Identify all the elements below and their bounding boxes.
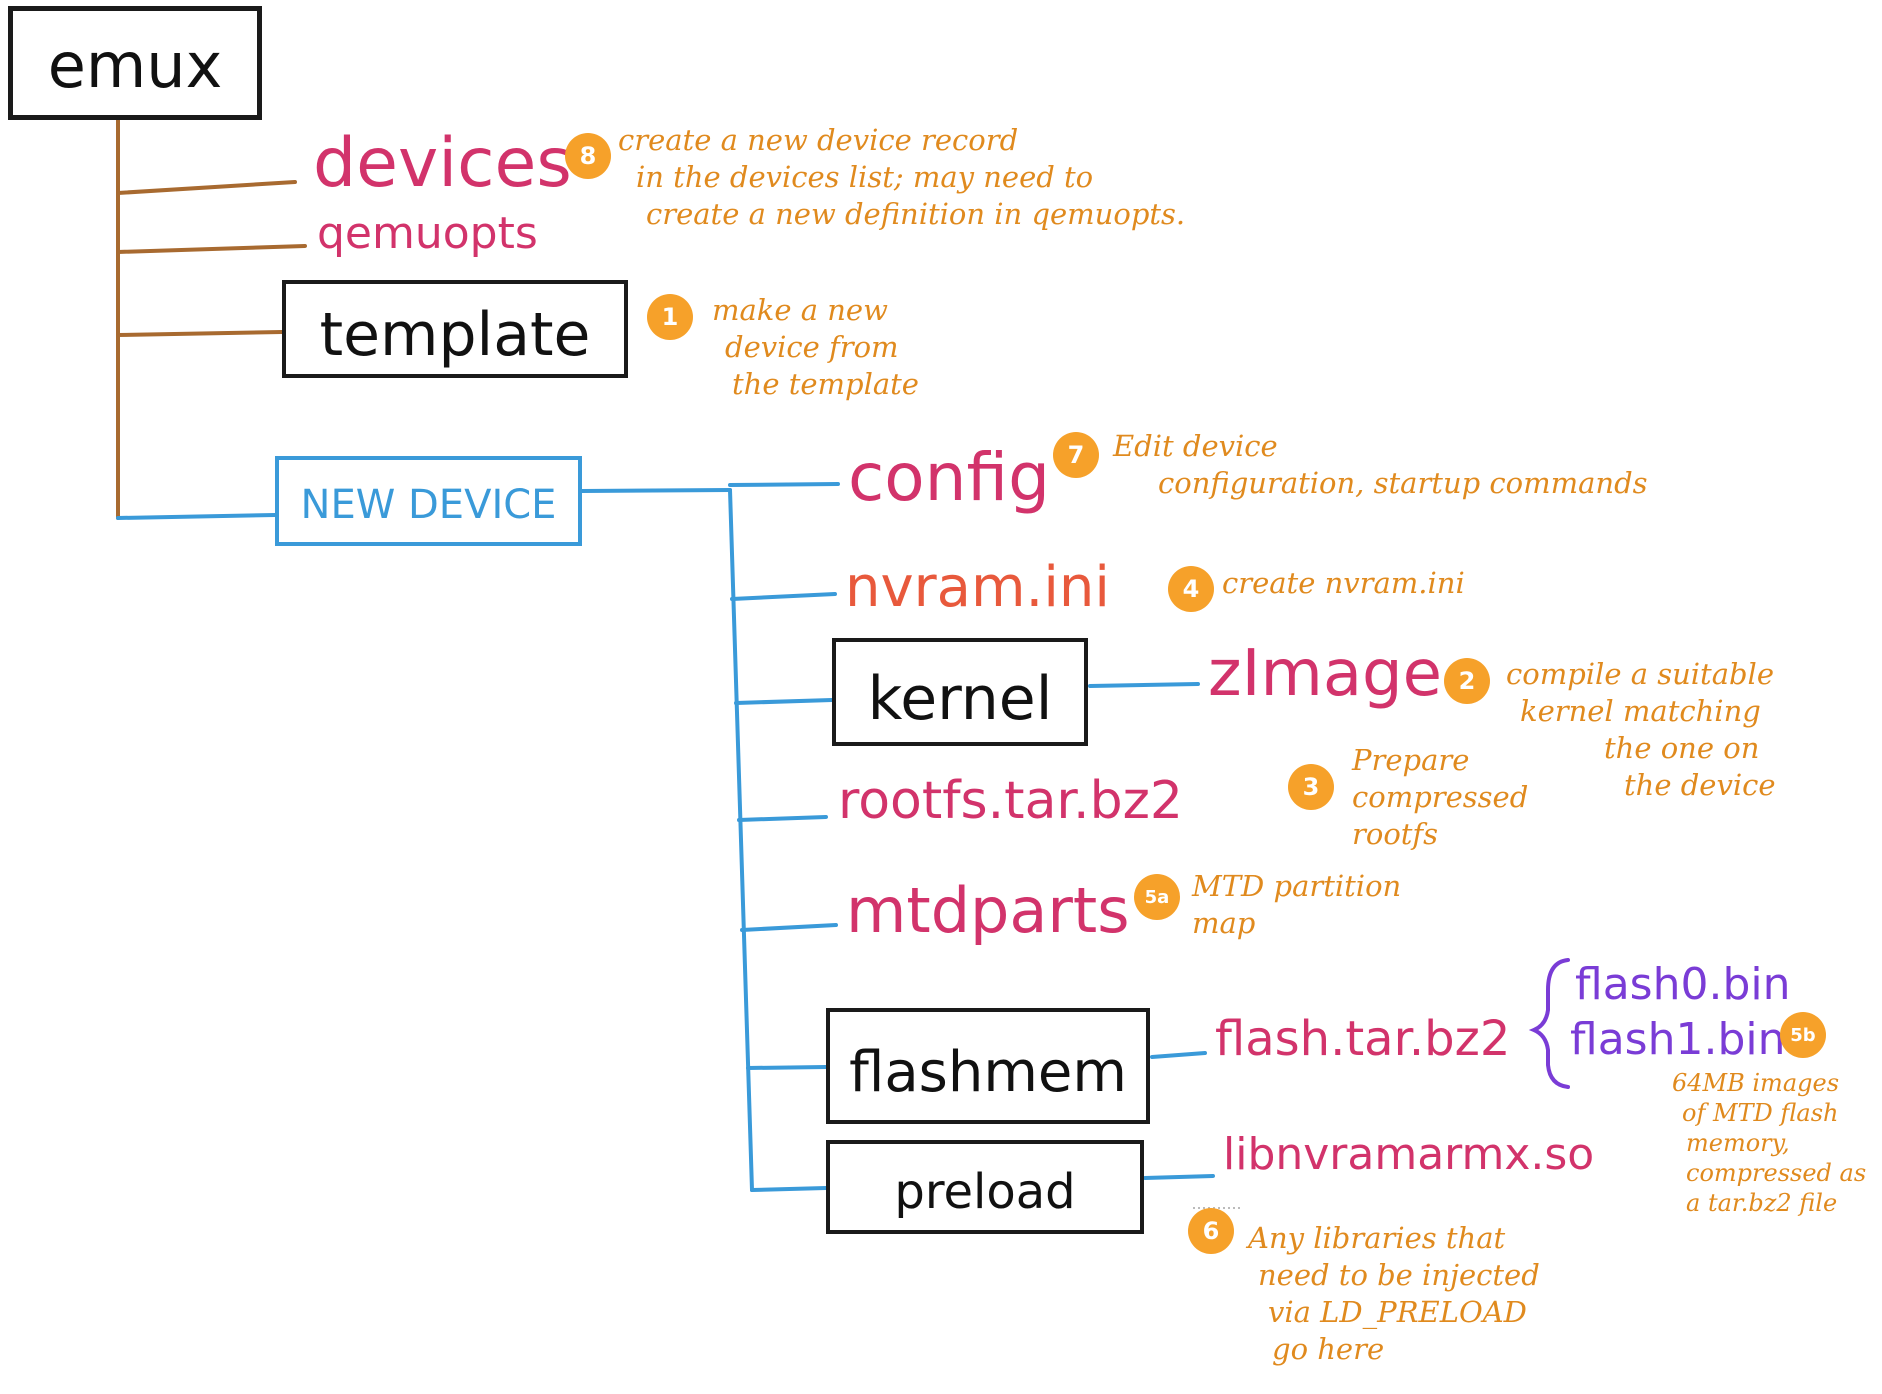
note-line: of MTD flash [1682,1099,1839,1127]
step-note-5a: MTD partition map [1192,868,1401,942]
note-line: make a new [712,293,888,327]
note-line: in the devices list; may need to [636,160,1094,194]
new-device-box: NEW DEVICE [275,456,582,546]
note-line: 64MB images [1672,1069,1840,1097]
qemuopts-label: qemuopts [317,208,538,259]
flash0-label: flash0.bin [1575,959,1791,1010]
nvram-ini-label: nvram.ini [845,555,1110,620]
note-line: create a new definition in qemuopts. [646,197,1186,231]
note-line: the template [732,367,919,401]
note-line: compile a suitable [1506,657,1774,691]
step-badge-8: 8 [565,133,611,179]
step-badge-5b: 5b [1780,1012,1826,1058]
note-line: memory, [1686,1129,1790,1157]
step-badge-4: 4 [1168,566,1214,612]
branch-nvram [730,592,837,601]
note-line: device from [725,330,899,364]
new-device-branches [116,482,1215,1192]
step-note-6: Any libraries that need to be injected v… [1248,1220,1540,1368]
note-line: compressed [1352,780,1529,814]
emux-branches [116,118,307,520]
branch-flashmem [746,1065,828,1070]
kernel-to-zimage [1088,682,1200,688]
step-badge-3: 3 [1288,764,1334,810]
branch-preload [750,1186,828,1192]
rootfs-label: rootfs.tar.bz2 [838,771,1183,831]
note-line: a tar.bz2 file [1686,1189,1838,1217]
branch-rootfs [737,815,828,822]
step-badge-5a: 5a [1134,874,1180,920]
template-label: template [319,300,591,370]
note-line: MTD partition [1192,869,1402,903]
step-note-8: create a new device record in the device… [618,122,1185,233]
note-line: compressed as [1686,1159,1867,1187]
note-line: kernel matching [1520,694,1761,728]
note-line: need to be injected [1258,1258,1540,1292]
note-line: configuration, startup commands [1158,466,1648,500]
note-line: map [1192,906,1256,940]
step-note-2: compile a suitable kernel matching the o… [1506,656,1776,804]
branch-new-device [116,513,277,520]
step-note-5b: 64MB images of MTD flash memory, compres… [1672,1068,1866,1218]
step-note-1: make a new device from the template [712,292,919,403]
note-line: create a new device record [618,123,1019,157]
note-line: go here [1272,1332,1385,1366]
note-line: Prepare [1352,743,1470,777]
step-badge-6: 6 [1188,1208,1234,1254]
step-badge-2: 2 [1444,658,1490,704]
blue-trunk [728,488,754,1192]
emux-box: emux [8,6,262,120]
kernel-box: kernel [832,638,1088,746]
note-line: create nvram.ini [1222,566,1465,600]
note-line: the one on [1604,731,1760,765]
kernel-label: kernel [867,664,1053,734]
new-device-label: NEW DEVICE [300,482,557,528]
branch-config [728,482,840,487]
note-line: Any libraries that [1248,1221,1506,1255]
mtdparts-label: mtdparts [846,874,1130,947]
emux-label: emux [47,29,223,102]
branch-mtdparts [740,923,838,932]
preload-box: preload [826,1140,1144,1234]
step-note-7: Edit device configuration, startup comma… [1113,428,1648,502]
zimage-label: zImage [1208,637,1443,711]
flash-tar-label: flash.tar.bz2 [1215,1011,1511,1067]
flash-brace [1528,958,1570,1089]
step-badge-1: 1 [647,294,693,340]
step-note-3: Prepare compressed rootfs [1352,742,1528,853]
config-label: config [848,439,1050,516]
flashmem-box: flashmem [826,1008,1150,1124]
step-note-4: create nvram.ini [1222,565,1465,602]
step-badge-7: 7 [1053,432,1099,478]
new-device-out [580,488,732,493]
libnvram-label: libnvramarmx.so [1223,1129,1595,1180]
note-line: rootfs [1352,817,1439,851]
flashmem-to-flash-tar [1150,1051,1207,1059]
branch-kernel [734,698,834,705]
branch-devices [116,180,297,195]
branch-template [116,330,284,337]
template-box: template [282,280,628,378]
flash1-label: flash1.bin [1570,1014,1786,1065]
devices-label: devices [313,124,572,203]
note-line: Edit device [1113,429,1278,463]
note-line: the device [1624,768,1776,802]
preload-to-libnvram [1143,1174,1215,1180]
flashmem-label: flashmem [849,1040,1127,1105]
note-line: via LD_PRELOAD [1268,1295,1527,1329]
preload-label: preload [894,1164,1076,1220]
branch-qemuopts [116,244,307,254]
